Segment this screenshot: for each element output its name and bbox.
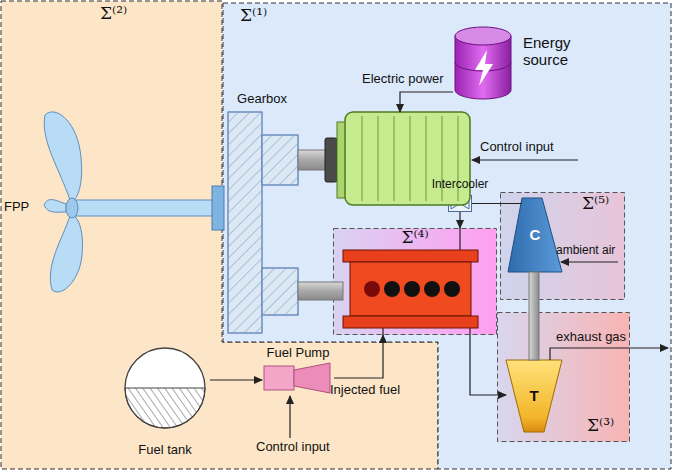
subsystem-region: Σ⁽¹⁾ Gearbox Energy sourceIntercoolerΣ⁽⁴⁾ Σ… xyxy=(222,2,672,470)
compressor-shape-part xyxy=(508,198,562,272)
gearbox-shape-part xyxy=(262,268,298,315)
gearbox-shape-part xyxy=(228,112,262,333)
fuel-pump: Fuel Pump xyxy=(262,346,334,394)
part-label: T xyxy=(506,387,562,404)
diesel-engine-part xyxy=(364,281,380,297)
part-label: Fuel Pump xyxy=(267,346,330,361)
power-and-control-arrows-part xyxy=(472,159,578,160)
compressor: C xyxy=(508,198,562,272)
intercooler-shape-part xyxy=(449,196,472,212)
part-label: Energy source xyxy=(523,34,587,69)
subsystem-label: Σ⁽³⁾ xyxy=(587,416,614,436)
part-label: Gearbox xyxy=(237,92,287,107)
gearbox-shape-part xyxy=(262,268,298,315)
gearbox-shape-part xyxy=(262,135,298,185)
power-and-control-arrows-part xyxy=(289,396,290,438)
diesel-engine-part xyxy=(343,316,478,328)
subsystem-label: Σ⁽⁴⁾ xyxy=(401,228,428,248)
signal-label: Electric power xyxy=(362,72,444,87)
energy-source: Energy source xyxy=(453,26,603,102)
gearbox-shape xyxy=(224,92,300,335)
electric-motor-part xyxy=(362,116,363,201)
part-label: C xyxy=(508,226,562,243)
electric-motor-part xyxy=(325,138,337,182)
electric-motor-part xyxy=(298,150,328,170)
fuel-tank-shape-part xyxy=(125,388,205,428)
subsystem-box-shape-part xyxy=(334,229,497,335)
turbine-shape-part xyxy=(506,360,562,432)
propeller-part xyxy=(75,200,215,216)
subsystem-label: Σ⁽⁵⁾ xyxy=(582,194,609,214)
fuel-tank: Fuel tank xyxy=(120,346,210,458)
gearbox: Gearbox xyxy=(224,92,300,335)
intercooler-shape xyxy=(448,195,472,212)
electric-motor-part xyxy=(378,116,379,201)
part-label: Fuel tank xyxy=(138,443,191,458)
turbine: T xyxy=(506,360,562,432)
edge-label: Injected fuel xyxy=(330,383,400,398)
power-and-control-arrows-part xyxy=(459,228,460,250)
flow-label: ambient air xyxy=(556,244,615,258)
signal-label: Control input xyxy=(480,140,554,155)
subsystem-region-shape xyxy=(222,2,672,470)
propeller-part xyxy=(212,186,224,230)
fuel-pump-shape-part xyxy=(264,366,294,390)
signal-label: Control input xyxy=(256,440,330,455)
subsystem-box-shape-part xyxy=(498,313,630,442)
fuel-tank-shape xyxy=(120,346,210,458)
energy-source-shape-part xyxy=(475,50,493,86)
part-label: Intercooler xyxy=(432,178,489,192)
subsystem-region-shape xyxy=(0,0,438,470)
power-and-control-arrows-part xyxy=(469,328,470,335)
subsystem-region-shape-part xyxy=(223,3,671,469)
intercooler: Intercooler xyxy=(448,195,472,212)
diesel-engine-part xyxy=(350,262,471,316)
gearbox-shape-part xyxy=(262,135,298,185)
subsystem-region: Σ⁽²⁾ Fuel PumpFuel tank xyxy=(0,0,438,470)
power-and-control-arrows-part xyxy=(382,328,383,335)
flow-connector xyxy=(210,379,262,380)
electric-motor-part xyxy=(394,116,395,201)
subsystem-label: Σ⁽¹⁾ xyxy=(240,6,267,26)
propeller-part xyxy=(66,198,78,218)
subsystem-box: Σ⁽⁴⁾ xyxy=(333,228,497,335)
diesel-engine-part xyxy=(424,281,440,297)
vessel-label: FPP xyxy=(4,200,29,215)
intercooler-shape-part xyxy=(451,198,469,209)
electric-motor-part xyxy=(410,116,411,201)
diesel-engine-part xyxy=(444,281,460,297)
turbo-shaft xyxy=(529,272,539,360)
diesel-engine-part xyxy=(343,250,478,262)
subsystem-label: Σ⁽²⁾ xyxy=(100,4,127,24)
diesel-engine-part xyxy=(404,281,420,297)
flow-connector xyxy=(472,203,522,204)
energy-source-shape-part xyxy=(455,27,511,45)
gearbox-shape-part xyxy=(228,112,262,333)
diesel-engine-part xyxy=(298,282,343,300)
power-and-control-arrows-part xyxy=(561,261,618,262)
electric-motor-part xyxy=(426,116,427,201)
flow-label: exhaust gas xyxy=(556,330,626,345)
subsystem-box-shape-part xyxy=(501,193,625,300)
diesel-engine-part xyxy=(384,281,400,297)
flow-connector xyxy=(459,212,460,228)
fuel-pump-shape-part xyxy=(294,363,330,393)
fuel-tank-shape-part xyxy=(125,348,205,428)
